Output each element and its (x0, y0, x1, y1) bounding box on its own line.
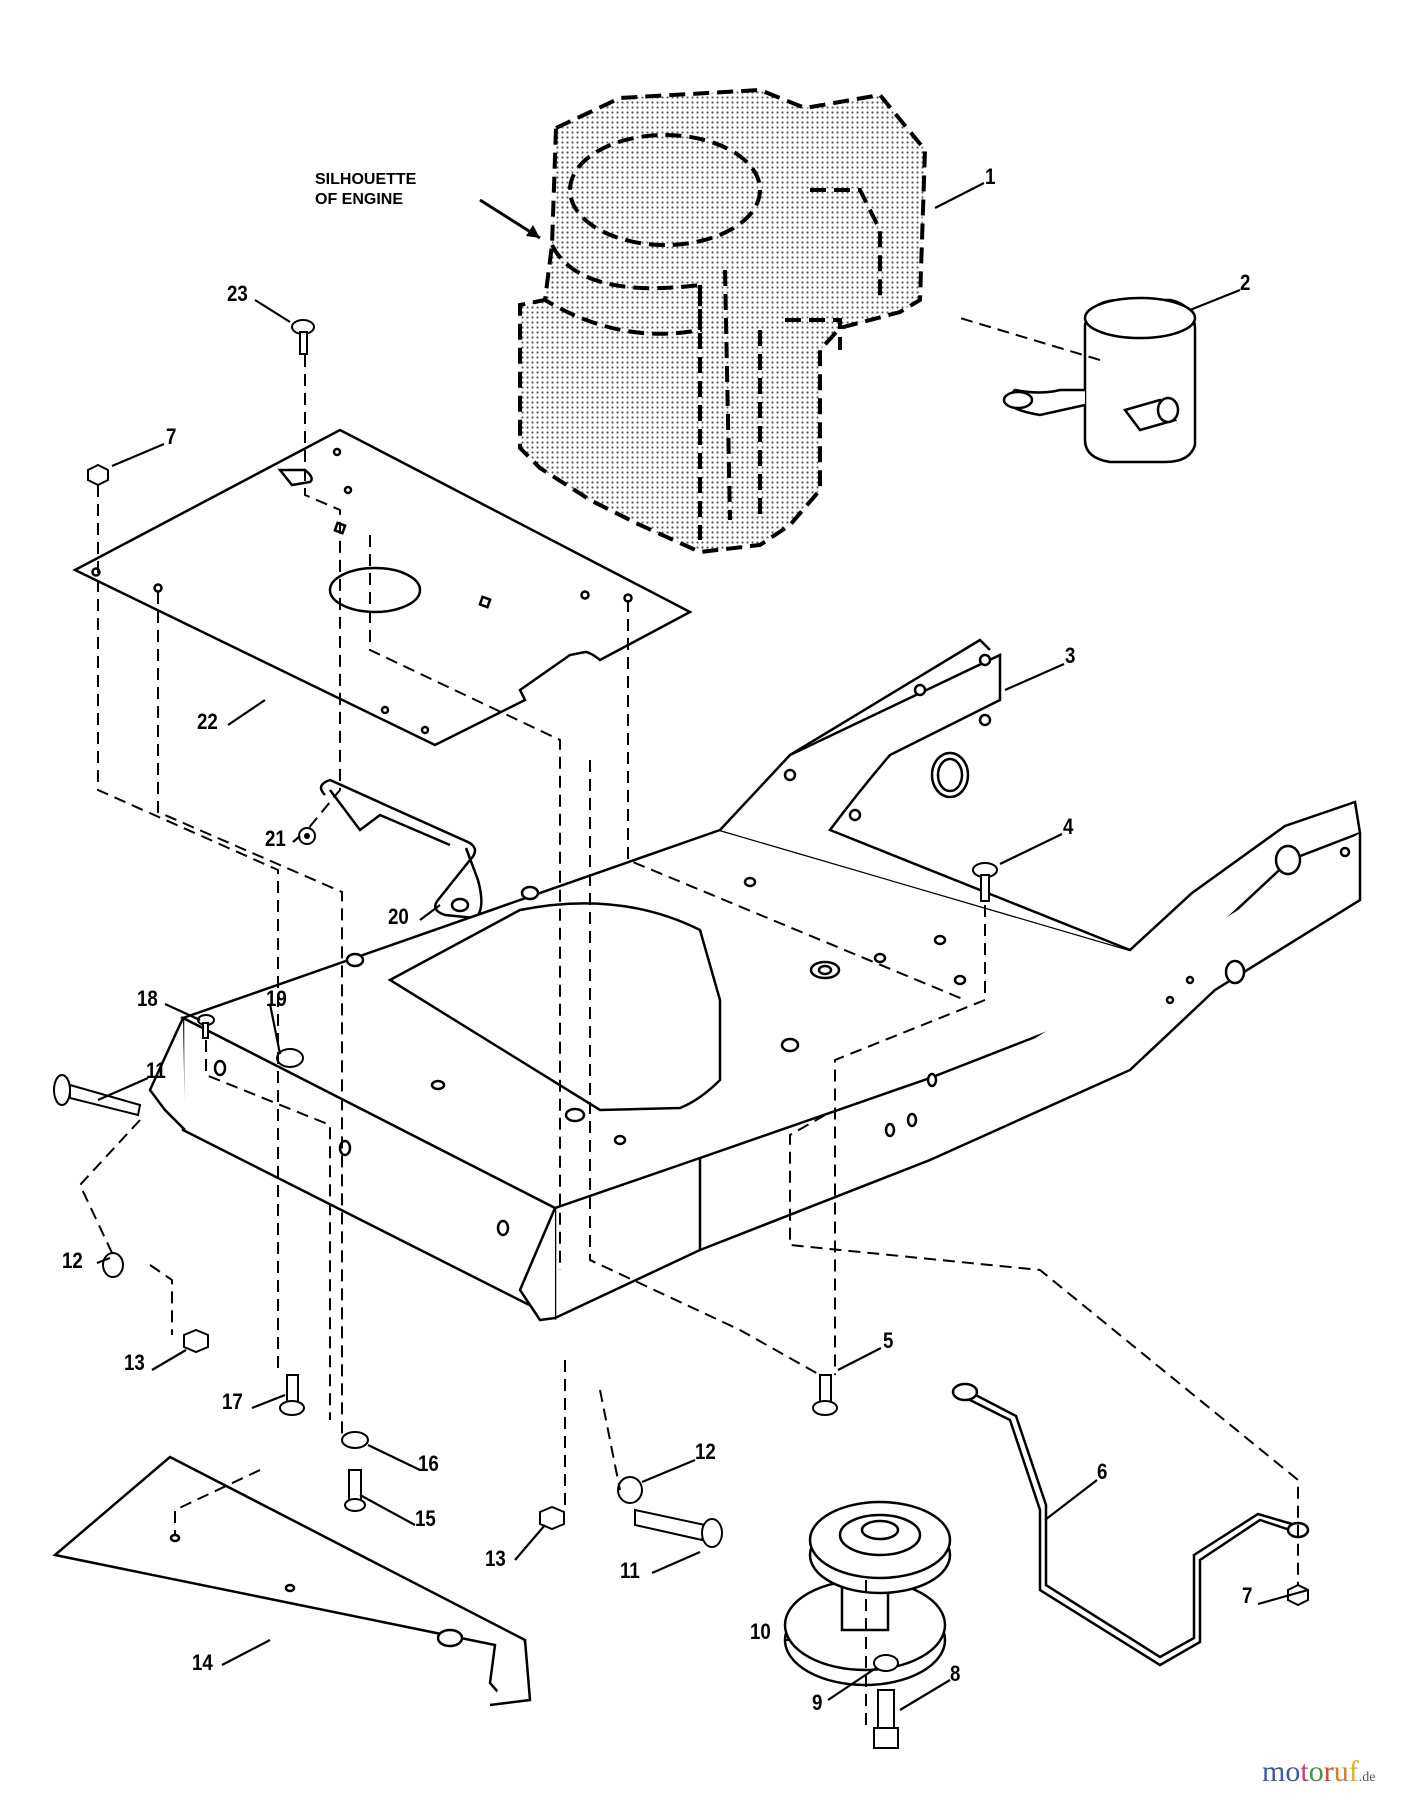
wm-suffix: .de (1358, 1770, 1376, 1785)
wm-letter: f (1348, 1755, 1359, 1788)
callout-6: 6 (1097, 1459, 1108, 1484)
wm-letter: t (1300, 1755, 1309, 1788)
leader-lines (96, 182, 1309, 1711)
callout-8: 8 (950, 1661, 961, 1686)
pulley (783, 1500, 952, 1687)
callout-10: 10 (750, 1619, 771, 1644)
callout-7-top: 7 (166, 424, 177, 449)
callout-22: 22 (197, 709, 218, 734)
callout-12-bottom: 12 (695, 1439, 716, 1464)
muffler (1002, 296, 1197, 464)
callout-15: 15 (415, 1506, 436, 1531)
callout-21: 21 (265, 826, 286, 851)
callout-7-bottom: 7 (1242, 1583, 1253, 1608)
callout-11-bottom: 11 (620, 1558, 640, 1583)
callout-11-left: 11 (146, 1058, 166, 1083)
callout-18: 18 (137, 986, 158, 1011)
wm-letter: o (1308, 1755, 1324, 1788)
callout-2: 2 (1240, 270, 1251, 295)
nut-21 (298, 827, 316, 845)
callout-13-bottom: 13 (485, 1546, 506, 1571)
wm-letter: u (1333, 1755, 1349, 1788)
rod (951, 1382, 1310, 1667)
callout-23: 23 (227, 281, 248, 306)
callout-20: 20 (388, 904, 409, 929)
callout-9: 9 (812, 1690, 823, 1715)
hardware (53, 319, 1309, 1749)
callout-14: 14 (192, 1650, 213, 1675)
wire-clip (319, 778, 483, 920)
watermark-logo: motoruf.de (1262, 1755, 1375, 1789)
callout-3: 3 (1065, 643, 1076, 668)
annotation-line-1: SILHOUETTE (315, 171, 417, 188)
engine-silhouette (518, 87, 928, 555)
callout-17: 17 (222, 1389, 243, 1414)
callout-16: 16 (418, 1451, 439, 1476)
callout-5: 5 (883, 1328, 894, 1353)
callout-4: 4 (1063, 814, 1074, 839)
callout-13-left: 13 (124, 1350, 145, 1375)
wm-letter: m (1262, 1755, 1286, 1788)
front-bracket (52, 1455, 532, 1707)
callout-12-left: 12 (62, 1248, 83, 1273)
main-frame (148, 638, 1362, 1322)
silhouette-annotation: SILHOUETTE OF ENGINE (315, 170, 416, 210)
annotation-line-2: OF ENGINE (315, 191, 404, 208)
engine-plate (72, 428, 693, 747)
callout-1: 1 (985, 164, 996, 189)
wm-letter: o (1285, 1755, 1301, 1788)
assembly-lines (78, 355, 1299, 1730)
wm-letter: r (1323, 1755, 1334, 1788)
callout-19: 19 (266, 986, 287, 1011)
